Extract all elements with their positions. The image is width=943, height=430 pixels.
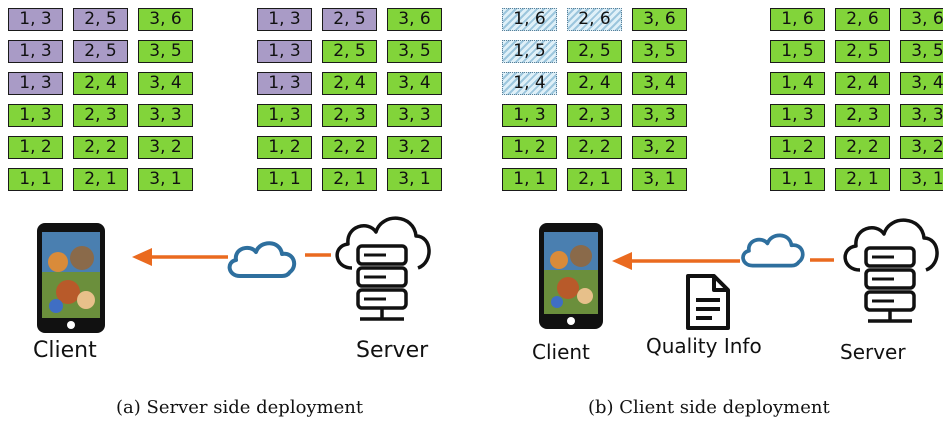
segment-tile: 3, 4	[387, 72, 442, 95]
segment-tile: 3, 6	[138, 8, 193, 31]
segment-tile: 1, 5	[770, 40, 825, 63]
segment-tile: 2, 4	[835, 72, 890, 95]
server-cloud-icon	[335, 216, 431, 321]
caption-a: (a) Server side deployment	[116, 397, 364, 418]
client-label-a: Client	[33, 338, 97, 363]
segment-tile: 1, 1	[502, 168, 557, 191]
segment-tile: 3, 6	[632, 8, 687, 31]
segment-tile: 3, 6	[387, 8, 442, 31]
server-cloud-icon	[843, 218, 939, 323]
document-icon	[686, 274, 730, 330]
segment-tile: 2, 3	[567, 104, 622, 127]
segment-tile: 2, 1	[73, 168, 128, 191]
segment-tile: 1, 1	[770, 168, 825, 191]
tile-grid-a-left: 1, 3 2, 5 3, 6 1, 3 2, 5 3, 5 1, 3 2, 4 3, 4 1, 3…	[8, 8, 193, 191]
segment-tile: 1, 3	[257, 104, 312, 127]
segment-tile: 1, 6	[502, 8, 557, 31]
segment-tile: 2, 4	[322, 72, 377, 95]
dash-server-cloud-b	[810, 258, 834, 262]
segment-tile: 1, 2	[8, 136, 63, 159]
tile-grid-a-right: 1, 3 2, 5 3, 6 1, 3 2, 5 3, 5 1, 3 2, 4 3, 4 1, 3…	[257, 8, 442, 191]
segment-tile: 3, 3	[387, 104, 442, 127]
quality-info-label: Quality Info	[646, 334, 762, 358]
segment-tile: 1, 3	[8, 8, 63, 31]
segment-tile: 1, 3	[257, 40, 312, 63]
segment-tile: 3, 1	[138, 168, 193, 191]
segment-tile: 1, 2	[502, 136, 557, 159]
segment-tile: 1, 6	[770, 8, 825, 31]
tile-grid-b-right: 1, 6 2, 6 3, 6 1, 5 2, 5 3, 5 1, 4 2, 4 3, 4 1, 3…	[770, 8, 943, 191]
segment-tile: 2, 3	[322, 104, 377, 127]
arrow-to-client-b	[612, 252, 740, 270]
server-label-b: Server	[840, 340, 906, 364]
segment-tile: 3, 1	[632, 168, 687, 191]
segment-tile: 1, 3	[257, 8, 312, 31]
segment-tile: 2, 5	[73, 8, 128, 31]
segment-tile: 2, 2	[322, 136, 377, 159]
segment-tile: 3, 2	[900, 136, 943, 159]
arrow-to-client-a	[132, 248, 228, 266]
segment-tile: 1, 3	[8, 104, 63, 127]
segment-tile: 1, 5	[502, 40, 557, 63]
segment-tile: 3, 5	[632, 40, 687, 63]
segment-tile: 3, 4	[138, 72, 193, 95]
segment-tile: 2, 4	[73, 72, 128, 95]
segment-tile: 2, 5	[73, 40, 128, 63]
segment-tile: 3, 3	[632, 104, 687, 127]
cloud-icon	[227, 241, 297, 278]
tile-grid-b-left: 1, 6 2, 6 3, 6 1, 5 2, 5 3, 5 1, 4 2, 4 3, 4 1, 3…	[502, 8, 687, 191]
segment-tile: 2, 1	[567, 168, 622, 191]
segment-tile: 1, 3	[502, 104, 557, 127]
segment-tile: 1, 3	[770, 104, 825, 127]
segment-tile: 1, 3	[8, 72, 63, 95]
segment-tile: 3, 2	[632, 136, 687, 159]
smartphone-icon	[37, 223, 105, 333]
segment-tile: 2, 2	[73, 136, 128, 159]
segment-tile: 1, 4	[502, 72, 557, 95]
segment-tile: 1, 1	[257, 168, 312, 191]
segment-tile: 1, 2	[257, 136, 312, 159]
segment-tile: 3, 4	[632, 72, 687, 95]
segment-tile: 3, 2	[387, 136, 442, 159]
segment-tile: 1, 2	[770, 136, 825, 159]
segment-tile: 1, 1	[8, 168, 63, 191]
segment-tile: 3, 2	[138, 136, 193, 159]
server-label-a: Server	[356, 338, 429, 363]
segment-tile: 3, 3	[138, 104, 193, 127]
segment-tile: 2, 3	[73, 104, 128, 127]
caption-b: (b) Client side deployment	[588, 397, 830, 418]
dash-server-cloud-a	[305, 253, 331, 257]
segment-tile: 3, 4	[900, 72, 943, 95]
segment-tile: 2, 1	[322, 168, 377, 191]
segment-tile: 3, 5	[387, 40, 442, 63]
segment-tile: 2, 6	[835, 8, 890, 31]
cloud-icon	[741, 233, 805, 268]
segment-tile: 2, 2	[835, 136, 890, 159]
segment-tile: 2, 5	[322, 8, 377, 31]
segment-tile: 3, 6	[900, 8, 943, 31]
segment-tile: 2, 2	[567, 136, 622, 159]
segment-tile: 3, 3	[900, 104, 943, 127]
segment-tile: 1, 3	[8, 40, 63, 63]
segment-tile: 2, 6	[567, 8, 622, 31]
segment-tile: 2, 4	[567, 72, 622, 95]
client-label-b: Client	[532, 340, 590, 364]
segment-tile: 3, 1	[900, 168, 943, 191]
segment-tile: 2, 5	[567, 40, 622, 63]
segment-tile: 2, 5	[835, 40, 890, 63]
segment-tile: 1, 3	[257, 72, 312, 95]
segment-tile: 2, 3	[835, 104, 890, 127]
segment-tile: 2, 5	[322, 40, 377, 63]
segment-tile: 1, 4	[770, 72, 825, 95]
segment-tile: 3, 5	[900, 40, 943, 63]
segment-tile: 3, 5	[138, 40, 193, 63]
segment-tile: 2, 1	[835, 168, 890, 191]
segment-tile: 3, 1	[387, 168, 442, 191]
smartphone-icon	[539, 223, 603, 329]
